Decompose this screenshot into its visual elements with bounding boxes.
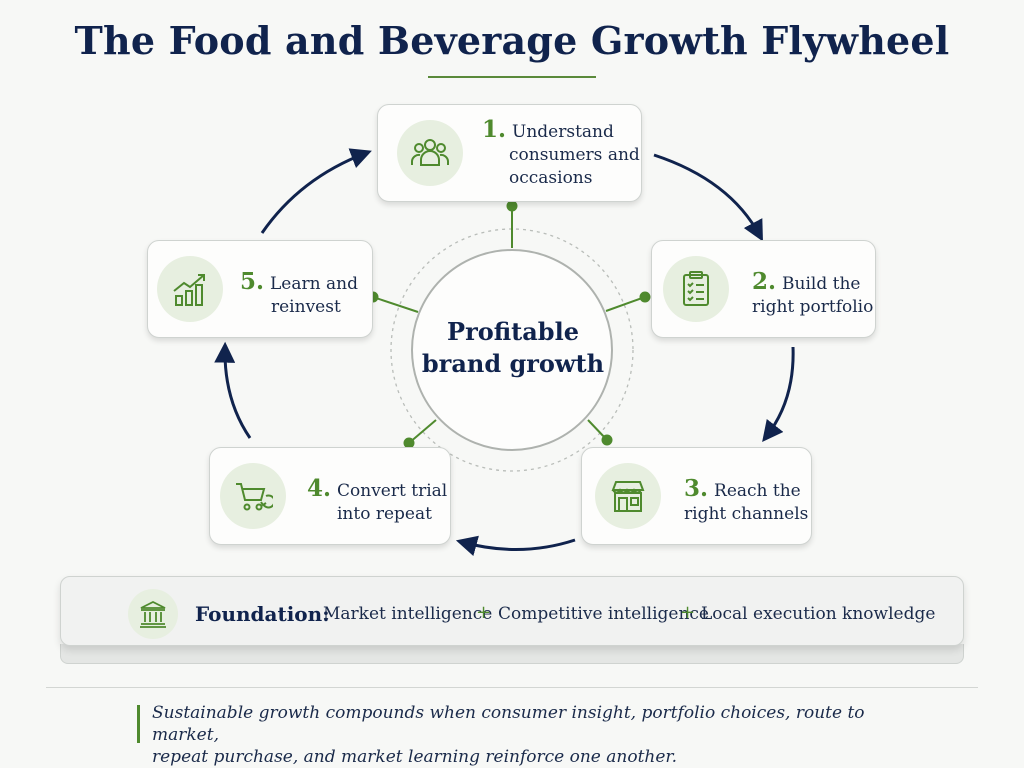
hub-circle (411, 249, 613, 451)
step-2-line-2: right portfolio (752, 297, 874, 317)
spoke-dot-3 (601, 434, 613, 446)
cart-repeat-icon (236, 483, 273, 511)
step-2-icon-badge (663, 256, 729, 322)
step-3-number: 3. (684, 475, 709, 502)
foundation-icon-badge (128, 589, 178, 639)
spoke-dot-2 (639, 291, 651, 303)
step-5-line-1: Learn and (270, 274, 358, 294)
step-1-number: 1. (482, 116, 507, 143)
title-underline (428, 76, 596, 78)
foundation-item-competitive: Competitive intelligence (498, 604, 709, 624)
foundation-base (60, 644, 964, 664)
step-1-line-2: consumers and (509, 145, 640, 165)
hub-line-1: Profitable (447, 317, 579, 346)
hub-line-2: brand growth (421, 349, 605, 378)
step-3-line-2: right channels (684, 504, 809, 524)
spoke-2 (605, 296, 646, 312)
arrow-5-to-1 (260, 148, 372, 234)
arrow-1-to-2 (653, 153, 763, 242)
step-2-number: 2. (752, 268, 777, 295)
step-4-number: 4. (307, 475, 332, 502)
clipboard-checklist-icon (683, 271, 709, 306)
foundation-plus-2: + (680, 602, 696, 623)
step-5-number: 5. (240, 268, 265, 295)
spoke-5 (372, 296, 419, 313)
foundation-item-local: Local execution knowledge (701, 604, 936, 624)
institution-icon (140, 600, 166, 628)
page-title: The Food and Beverage Growth Flywheel (74, 18, 950, 63)
quote-line-1: Sustainable growth compounds when consum… (152, 703, 865, 745)
bottom-divider (46, 687, 978, 688)
step-3-text: 3.Reach the right channels (684, 477, 808, 526)
step-1-icon-badge (397, 120, 463, 186)
step-4-line-1: Convert trial (337, 481, 448, 501)
storefront-icon (611, 481, 645, 512)
step-1-line-1: Understand (512, 122, 614, 142)
step-2-text: 2.Build the right portfolio (752, 270, 873, 319)
foundation-plus-1: + (476, 602, 492, 623)
growth-chart-icon (173, 274, 205, 306)
arrow-3-to-4 (455, 535, 576, 557)
step-4-icon-badge (220, 463, 286, 529)
step-3-line-1: Reach the (714, 481, 801, 501)
step-1-line-3: occasions (509, 168, 593, 188)
step-5-icon-badge (157, 256, 223, 322)
step-4-text: 4.Convert trial into repeat (307, 477, 447, 526)
hub-label: Profitable brand growth (418, 316, 608, 380)
spoke-dot-1 (506, 200, 518, 212)
foundation-label: Foundation: (195, 602, 330, 626)
quote-line-2: repeat purchase, and market learning rei… (152, 747, 678, 767)
quote-accent-bar (137, 705, 140, 743)
step-2-line-1: Build the (782, 274, 861, 294)
step-1-text: 1.Understand consumers and occasions (482, 118, 640, 190)
step-5-line-2: reinvest (271, 297, 341, 317)
foundation-item-market: Market intelligence (323, 604, 493, 624)
step-4-line-2: into repeat (337, 504, 432, 524)
arrow-2-to-3 (762, 346, 795, 442)
summary-quote: Sustainable growth compounds when consum… (152, 702, 932, 768)
step-5-text: 5.Learn and reinvest (240, 270, 358, 319)
foundation-bar (60, 576, 964, 646)
step-3-icon-badge (595, 463, 661, 529)
spoke-4 (408, 419, 437, 444)
people-icon (411, 139, 449, 166)
arrow-4-to-5 (214, 341, 252, 439)
